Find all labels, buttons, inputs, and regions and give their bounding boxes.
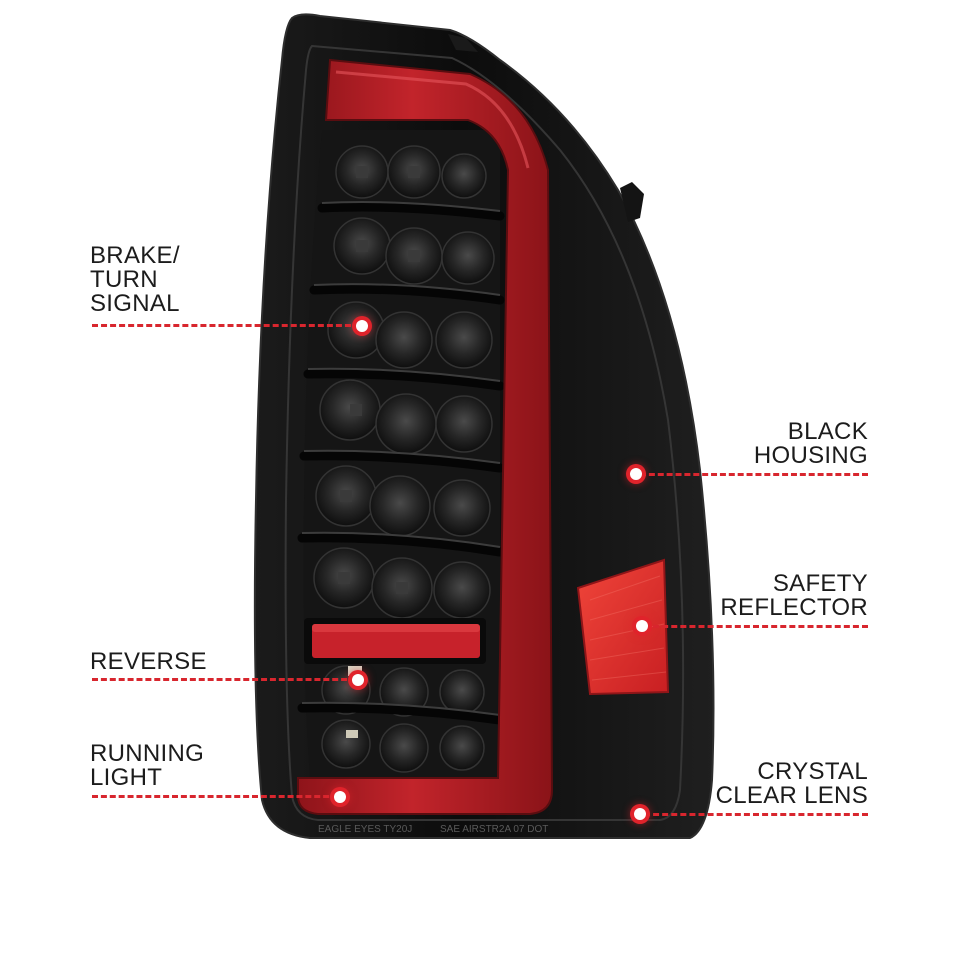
black-housing-leader: [640, 473, 868, 476]
safety-reflector: [576, 558, 670, 696]
reverse-label-line-1: REVERSE: [90, 648, 207, 675]
housing-trim: [284, 44, 685, 821]
running-light-label-line-2: LIGHT: [90, 764, 163, 791]
running-light-leader: [92, 795, 338, 798]
lens-louvers: [297, 202, 505, 725]
safety-reflector-label-line-2: REFLECTOR: [720, 594, 868, 621]
safety-reflector-dot: [636, 620, 648, 632]
crystal-clear-lens-label: CRYSTAL CLEAR LENS: [716, 760, 868, 808]
reverse-dot: [352, 674, 364, 686]
brake-turn-label-line-2: TURN: [90, 266, 158, 293]
reverse-label: REVERSE: [90, 650, 207, 674]
safety-reflector-label-line-1: SAFETY: [772, 570, 868, 597]
led-array: [313, 145, 495, 773]
reverse-strip: [304, 618, 486, 664]
brake-turn-label-line-1: BRAKE/: [90, 242, 180, 269]
running-light-label-line-1: RUNNING: [90, 740, 205, 767]
lens-marking-right: SAE AIRSTR2A 07 DOT: [440, 824, 548, 835]
safety-reflector-label: SAFETY REFLECTOR: [720, 572, 868, 620]
black-housing-label: BLACK HOUSING: [754, 420, 868, 468]
light-bar: [297, 58, 554, 815]
safety-reflector-leader: [644, 625, 868, 628]
black-housing-dot: [630, 468, 642, 480]
brake-turn-dot: [356, 320, 368, 332]
brake-turn-label: BRAKE/ TURN SIGNAL: [90, 244, 180, 316]
brake-turn-label-line-3: SIGNAL: [90, 290, 180, 317]
running-light-label: RUNNING LIGHT: [90, 742, 204, 790]
black-housing-label-line-2: HOUSING: [753, 442, 868, 469]
crystal-clear-lens-leader: [644, 813, 868, 816]
crystal-clear-lens-dot: [634, 808, 646, 820]
black-housing-label-line-1: BLACK: [787, 418, 868, 445]
reverse-leader: [92, 678, 356, 681]
housing-connector: [620, 182, 644, 222]
crystal-clear-lens-label-line-1: CRYSTAL: [757, 758, 868, 785]
brake-turn-leader: [92, 324, 360, 327]
crystal-clear-lens-label-line-2: CLEAR LENS: [715, 782, 868, 809]
housing-top-tab: [448, 34, 478, 52]
running-light-dot: [334, 791, 346, 803]
lens-marking-left: EAGLE EYES TY20J: [318, 824, 412, 835]
